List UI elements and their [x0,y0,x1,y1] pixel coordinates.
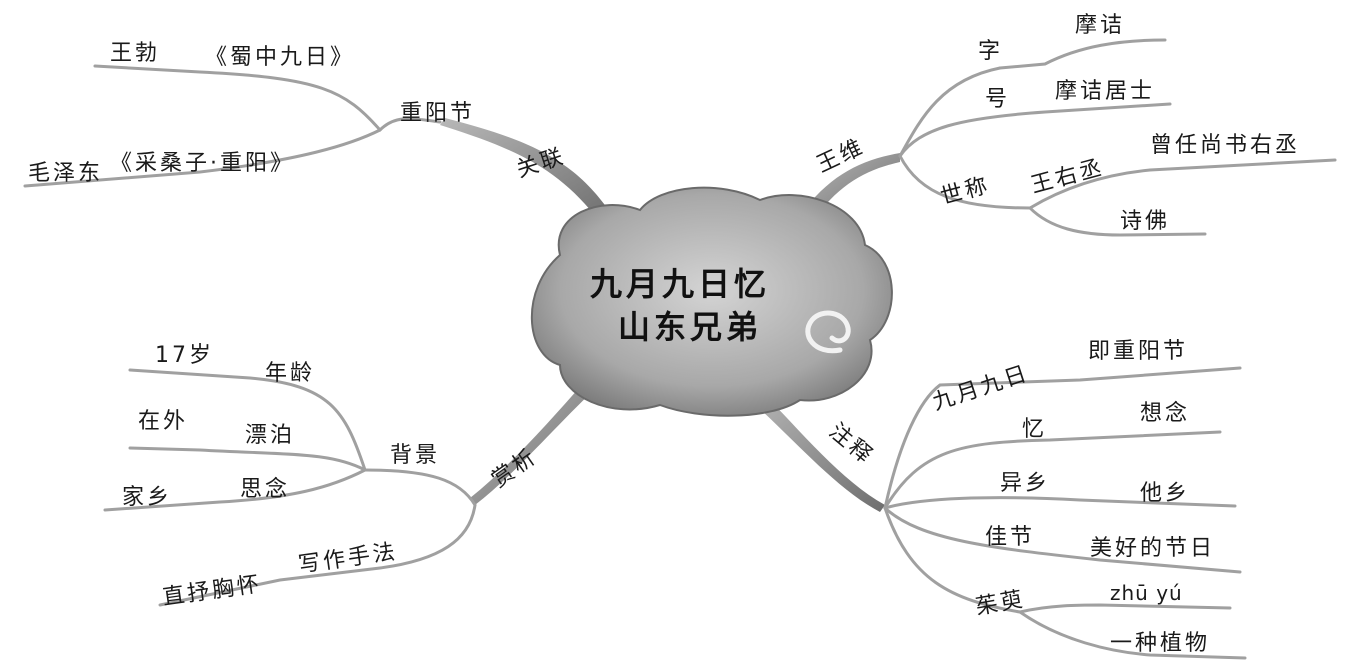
label-notes: 注释 [824,419,878,470]
label-note1-key: 九月九日 [930,361,1033,416]
label-miss: 思念 [240,477,290,502]
center-title-line1: 九月九日忆 [590,265,770,303]
center-cloud [530,186,893,417]
label-appreciation: 赏析 [487,444,542,493]
label-double-ninth: 重阳节 [400,101,475,126]
label-poem1-title: 《蜀中九日》 [205,45,355,70]
branch-lines [23,38,1337,660]
label-note5-pinyin: zhū yú [1110,581,1183,605]
branch-notes [748,390,885,512]
label-hao-value: 摩诘居士 [1055,79,1155,104]
label-poem1-author: 王勃 [110,41,160,66]
label-hao: 号 [985,87,1010,112]
label-shangshu: 曾任尚书右丞 [1150,133,1300,158]
label-note5-value: 一种植物 [1110,631,1210,656]
label-zi-value: 摩诘 [1075,13,1125,38]
label-poem2-title: 《采桑子·重阳》 [110,151,295,176]
label-note3-value: 他乡 [1140,481,1190,506]
label-note2-key: 忆 [1022,417,1047,442]
label-shifo: 诗佛 [1120,209,1170,234]
label-note3-key: 异乡 [1000,471,1050,496]
label-age-value: 17岁 [155,343,214,368]
center-title-line2: 山东兄弟 [618,308,762,346]
label-note5-key: 茱萸 [974,587,1028,620]
branch-appreciation [470,362,615,505]
label-miss-value: 家乡 [122,485,172,510]
cloud-swirl [805,310,851,354]
label-poem2-author: 毛泽东 [28,161,103,186]
label-technique-value: 直抒胸怀 [161,572,264,611]
label-wander: 漂泊 [245,423,295,448]
label-note2-value: 想念 [1140,401,1190,426]
label-note4-key: 佳节 [985,525,1035,550]
label-wang-you-cheng: 王右丞 [1028,155,1107,199]
label-zi: 字 [978,39,1003,64]
label-wander-value: 在外 [138,409,188,434]
label-background: 背景 [390,443,440,468]
label-note1-value: 即重阳节 [1088,339,1188,364]
label-note4-value: 美好的节日 [1090,536,1215,561]
label-age: 年龄 [265,361,315,386]
